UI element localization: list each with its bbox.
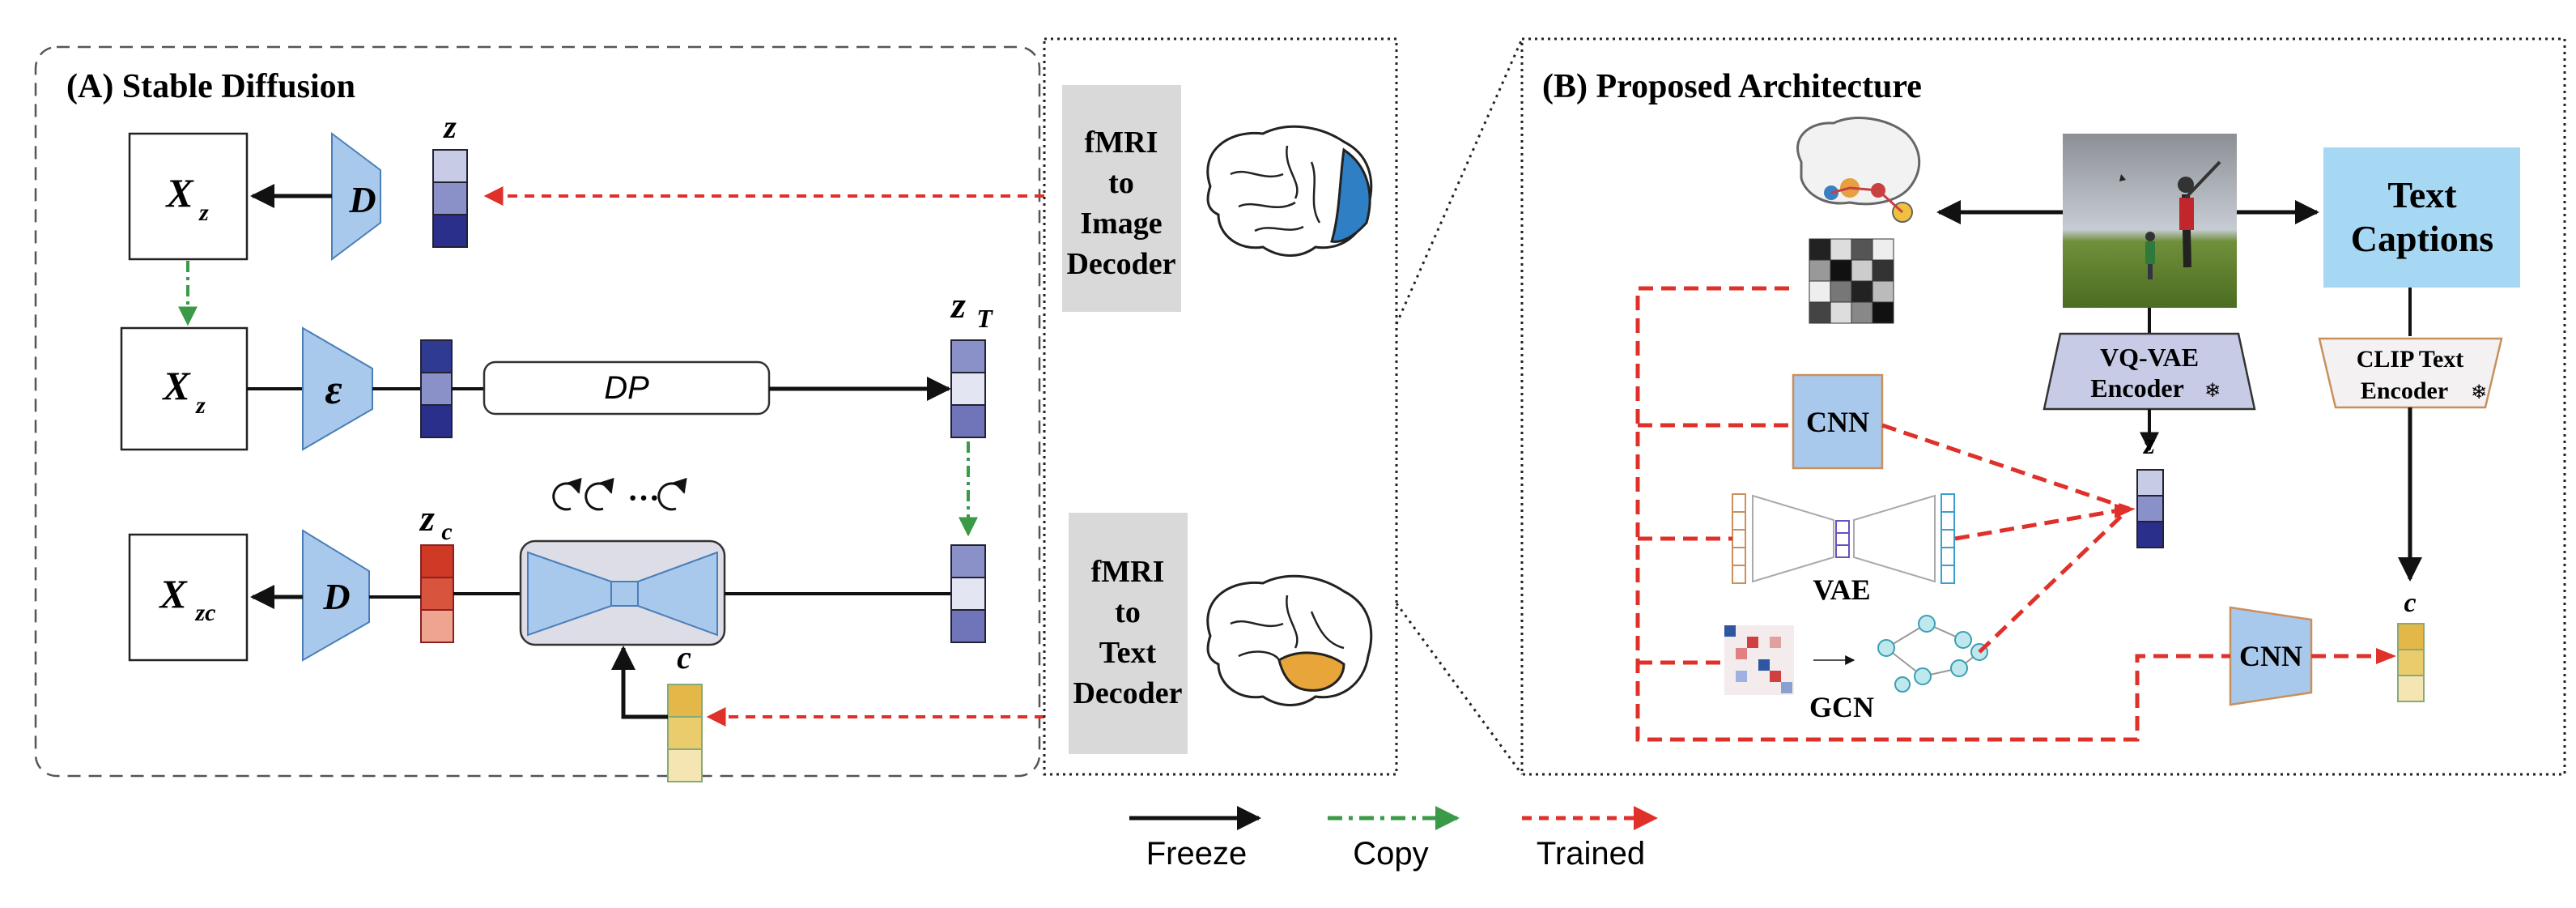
c-label-b: c xyxy=(2404,588,2416,618)
legend-trained-label: Trained xyxy=(1537,836,1645,872)
image-decoder-line3: Image xyxy=(1080,207,1162,241)
panel-a-title: (A) Stable Diffusion xyxy=(66,68,355,105)
snowflake-icon-2: ❄ xyxy=(2471,382,2487,403)
image-decoder-line1: fMRI xyxy=(1085,126,1158,160)
image-decoder-line2: to xyxy=(1108,166,1134,200)
zc-vector xyxy=(420,609,454,643)
cnn2-label: CNN xyxy=(2239,640,2302,672)
xz-output-box xyxy=(128,132,249,261)
xz-input-sub: z xyxy=(195,392,206,419)
zc-label: z xyxy=(419,497,435,539)
decoder-label-2: D xyxy=(322,576,350,617)
cnn1-label: CNN xyxy=(1806,406,1869,438)
panel-b-title: (B) Proposed Architecture xyxy=(1542,68,1922,105)
fmri-brain-matrix-icon xyxy=(1796,117,1921,324)
c-vector-b xyxy=(2397,675,2425,702)
xz-output-sub: z xyxy=(198,199,209,226)
gcn-graph-icon xyxy=(1877,615,1988,693)
vae-icon xyxy=(1732,493,1955,584)
clip-text-encoder xyxy=(2318,337,2503,409)
legend-copy-label: Copy xyxy=(1353,836,1428,872)
zt-copy-vector xyxy=(950,609,986,643)
zt-sub: T xyxy=(976,304,993,333)
trained-connections xyxy=(1635,286,2392,742)
text-decoder-box xyxy=(1069,513,1188,754)
iteration-loop-icons xyxy=(552,477,687,511)
loop-dots: ··· xyxy=(627,480,660,516)
c-vector-a xyxy=(667,748,703,782)
text-decoder-line4: Decoder xyxy=(1073,676,1182,710)
brain-icon-visual xyxy=(1206,125,1373,257)
zt-vector xyxy=(950,404,986,438)
gcn-label: GCN xyxy=(1809,691,1874,723)
text-captions-line1: Text xyxy=(2387,174,2457,215)
panel-b-frame xyxy=(1520,37,2566,776)
decoder-trapezoid-1 xyxy=(331,132,381,261)
text-decoder-line2: to xyxy=(1115,595,1141,629)
c-label-a: c xyxy=(677,639,691,676)
xz-output-label: X xyxy=(164,170,194,215)
z-label-b: z xyxy=(2142,428,2155,460)
snowflake-icon: ❄ xyxy=(2204,380,2221,402)
xz-input-box xyxy=(120,326,249,451)
latent-z-vector xyxy=(432,214,468,248)
vqvae-encoder xyxy=(2043,332,2256,411)
legend: Freeze Copy Trained xyxy=(1129,806,1658,872)
latent-z-label: z xyxy=(442,109,457,145)
encoder-label: ε xyxy=(325,367,342,413)
vqvae-line2: Encoder xyxy=(2090,373,2184,403)
latent-enc-vector xyxy=(420,404,453,438)
brain-icon-language xyxy=(1206,574,1373,706)
text-captions-line2: Captions xyxy=(2351,218,2493,259)
text-decoder-line3: Text xyxy=(1099,636,1157,670)
stimulus-photo xyxy=(2063,134,2237,308)
freeze-arrow-c-to-unet xyxy=(611,646,668,719)
zc-sub: c xyxy=(441,518,452,545)
encoder-trapezoid xyxy=(302,326,373,451)
image-decoder-box xyxy=(1062,85,1181,312)
z-vector-b xyxy=(2136,521,2164,548)
gcn-adjacency-matrix-icon xyxy=(1724,625,1794,695)
xzc-output-sub: zc xyxy=(195,599,216,626)
panel-a-frame xyxy=(34,45,1041,778)
decoder-label-1: D xyxy=(348,179,376,220)
vqvae-line1: VQ-VAE xyxy=(2100,343,2199,372)
cnn-block-2 xyxy=(2229,606,2313,706)
xzc-output-label: X xyxy=(158,571,188,616)
decoder-trapezoid-2 xyxy=(302,529,370,662)
legend-freeze-label: Freeze xyxy=(1146,836,1248,872)
xz-input-label: X xyxy=(161,363,191,408)
text-decoder-line1: fMRI xyxy=(1091,555,1165,589)
cnn-block-1 xyxy=(1792,373,1884,470)
vae-label: VAE xyxy=(1813,573,1870,606)
xzc-output-box xyxy=(128,533,249,662)
clip-line1: CLIP Text xyxy=(2357,346,2464,373)
middle-frame xyxy=(1043,37,1398,776)
dp-label: DP xyxy=(604,370,649,406)
clip-line2: Encoder xyxy=(2361,377,2448,404)
text-captions-box xyxy=(2323,147,2520,288)
image-decoder-line4: Decoder xyxy=(1066,247,1175,281)
zt-label: z xyxy=(950,284,966,326)
